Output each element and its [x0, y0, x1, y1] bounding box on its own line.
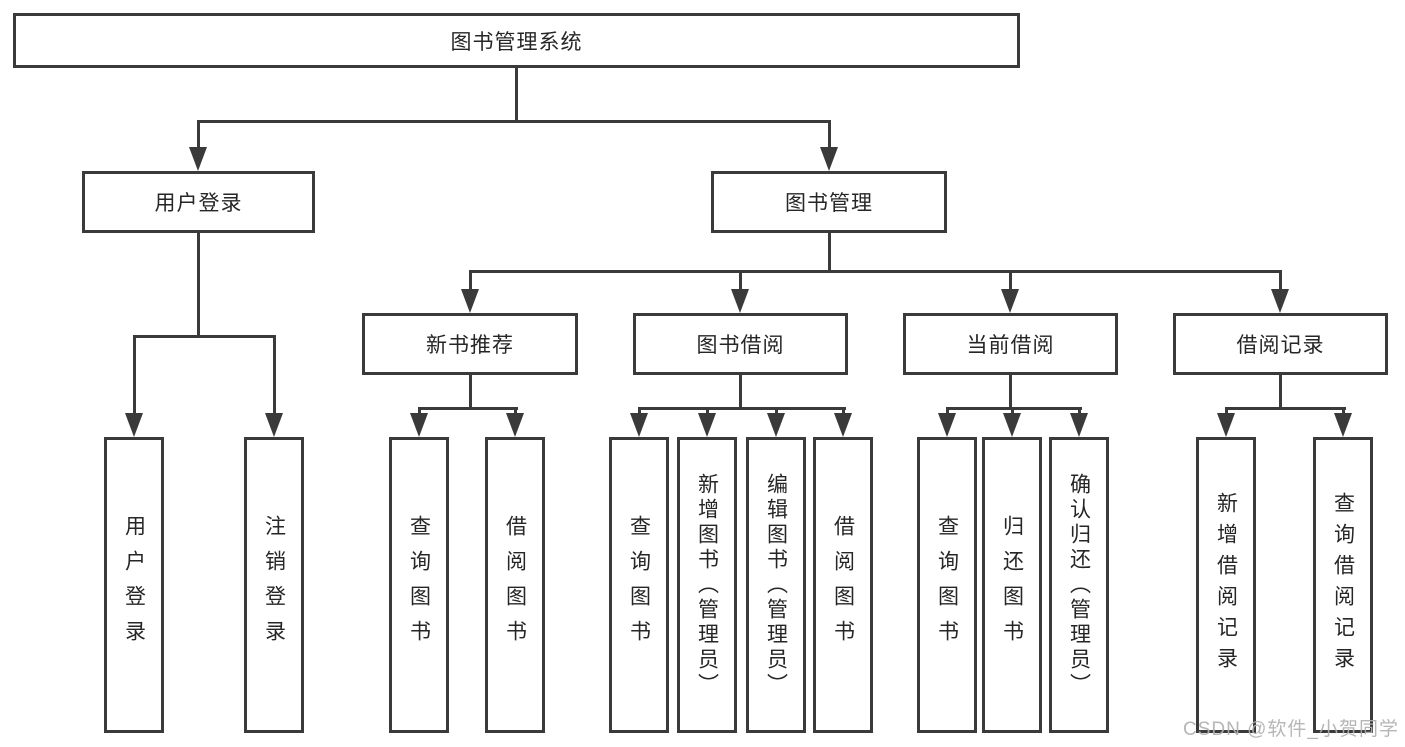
arrow-down-icon: [1003, 413, 1021, 437]
node-book-borrow-label: 图书借阅: [696, 334, 785, 357]
leaf-user-login: 用户登录: [104, 437, 164, 733]
connector-sec1-stem: [469, 375, 472, 410]
connector-sec3-child-1: [946, 407, 949, 415]
node-current-borrow-label: 当前借阅: [966, 334, 1055, 357]
connector-sec2-child-2: [706, 407, 709, 415]
leaf-confirm-return-admin-label: 确认归还（管理员）: [1067, 472, 1091, 698]
node-borrow-records-label: 借阅记录: [1236, 334, 1325, 357]
leaf-query-books-borrow-label: 查询图书: [627, 515, 651, 655]
leaf-return-books: 归还图书: [982, 437, 1042, 733]
node-user-login-branch-label: 用户登录: [154, 192, 243, 215]
leaf-query-books-current-label: 查询图书: [935, 515, 959, 655]
connector-sec4-child-1: [1225, 407, 1228, 415]
csdn-watermark: CSDN @软件_小贺同学: [1183, 719, 1399, 740]
connector-sec3-child-3: [1078, 407, 1081, 415]
leaf-borrow-books-recommend-label: 借阅图书: [503, 515, 527, 655]
leaf-borrow-books-recommend: 借阅图书: [485, 437, 545, 733]
node-book-management-branch-label: 图书管理: [785, 192, 873, 215]
connector-sec1-child-1: [418, 407, 421, 415]
node-borrow-records: 借阅记录: [1173, 313, 1388, 375]
connector-root-crossbar: [197, 120, 831, 123]
leaf-query-borrow-record-label: 查询借阅记录: [1331, 492, 1355, 678]
arrow-down-icon: [767, 413, 785, 437]
connector-mgmt-stem: [828, 233, 831, 273]
connector-login-child-2: [273, 335, 276, 415]
arrow-down-icon: [1334, 413, 1352, 437]
connector-root-to-login: [197, 120, 200, 149]
connector-sec2-child-4: [842, 407, 845, 415]
leaf-borrow-books-label: 借阅图书: [831, 515, 855, 655]
leaf-user-login-label: 用户登录: [122, 515, 146, 655]
arrow-down-icon: [189, 147, 207, 171]
leaf-query-books-recommend: 查询图书: [389, 437, 449, 733]
arrow-down-icon: [1070, 413, 1088, 437]
leaf-add-borrow-record-label: 新增借阅记录: [1214, 492, 1238, 678]
arrow-down-icon: [834, 413, 852, 437]
connector-sec2-stem: [739, 375, 742, 410]
arrow-down-icon: [125, 413, 143, 437]
connector-sec4-child-2: [1342, 407, 1345, 415]
leaf-borrow-books: 借阅图书: [813, 437, 873, 733]
connector-sec3-stem: [1009, 375, 1012, 410]
arrow-down-icon: [1217, 413, 1235, 437]
leaf-return-books-label: 归还图书: [1000, 515, 1024, 655]
connector-mgmt-crossbar: [469, 270, 1282, 273]
arrow-down-icon: [731, 289, 749, 313]
node-book-borrow: 图书借阅: [633, 313, 848, 375]
arrow-down-icon: [1001, 289, 1019, 313]
arrow-down-icon: [506, 413, 524, 437]
connector-mgmt-sec2: [739, 270, 742, 291]
connector-login-crossbar: [133, 335, 276, 338]
leaf-query-books-borrow: 查询图书: [609, 437, 669, 733]
connector-mgmt-sec3: [1009, 270, 1012, 291]
leaf-add-borrow-record: 新增借阅记录: [1196, 437, 1256, 733]
connector-sec2-crossbar: [638, 407, 846, 410]
node-new-book-recommend-label: 新书推荐: [426, 334, 514, 357]
arrow-down-icon: [698, 413, 716, 437]
leaf-edit-books-admin: 编辑图书（管理员）: [746, 437, 806, 733]
connector-sec4-crossbar: [1225, 407, 1346, 410]
leaf-add-books-admin: 新增图书（管理员）: [677, 437, 737, 733]
connector-mgmt-sec4: [1279, 270, 1282, 291]
connector-root-stem: [515, 68, 518, 123]
node-root-system: 图书管理系统: [13, 13, 1020, 68]
arrow-down-icon: [461, 289, 479, 313]
arrow-down-icon: [820, 147, 838, 171]
leaf-query-borrow-record: 查询借阅记录: [1313, 437, 1373, 733]
leaf-edit-books-admin-label: 编辑图书（管理员）: [764, 472, 788, 698]
node-current-borrow: 当前借阅: [903, 313, 1118, 375]
connector-sec2-child-1: [638, 407, 641, 415]
connector-login-child-1: [133, 335, 136, 415]
arrow-down-icon: [265, 413, 283, 437]
connector-sec1-crossbar: [418, 407, 518, 410]
node-book-management-branch: 图书管理: [711, 171, 947, 233]
leaf-logout: 注销登录: [244, 437, 304, 733]
arrow-down-icon: [410, 413, 428, 437]
node-user-login-branch: 用户登录: [82, 171, 315, 233]
leaf-add-books-admin-label: 新增图书（管理员）: [695, 472, 719, 698]
connector-sec1-child-2: [514, 407, 517, 415]
leaf-confirm-return-admin: 确认归还（管理员）: [1049, 437, 1109, 733]
node-new-book-recommend: 新书推荐: [362, 313, 578, 375]
arrow-down-icon: [630, 413, 648, 437]
arrow-down-icon: [1271, 289, 1289, 313]
connector-login-stem: [197, 233, 200, 338]
leaf-logout-label: 注销登录: [262, 515, 286, 655]
connector-sec2-child-3: [775, 407, 778, 415]
node-root-system-label: 图书管理系统: [450, 30, 583, 54]
leaf-query-books-current: 查询图书: [917, 437, 977, 733]
arrow-down-icon: [938, 413, 956, 437]
connector-mgmt-sec1: [469, 270, 472, 291]
connector-root-to-mgmt: [828, 120, 831, 149]
connector-sec3-child-2: [1011, 407, 1014, 415]
leaf-query-books-recommend-label: 查询图书: [407, 515, 431, 655]
connector-sec4-stem: [1279, 375, 1282, 410]
connector-sec3-crossbar: [946, 407, 1082, 410]
